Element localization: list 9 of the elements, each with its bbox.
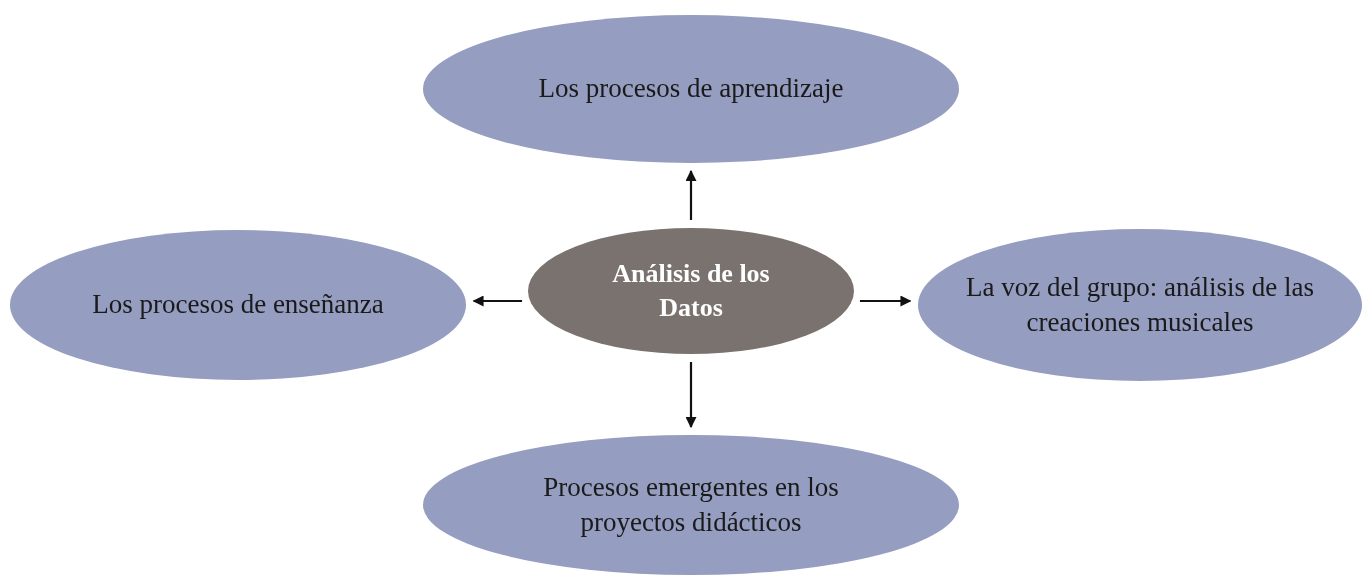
node-label: Análisis de los Datos: [611, 258, 771, 324]
arrow: [685, 362, 697, 429]
node-label: La voz del grupo: análisis de las creaciones musicales: [965, 270, 1315, 339]
node-label: Los procesos de enseñanza: [92, 288, 384, 322]
arrow: [859, 295, 912, 307]
node-label: Procesos emergentes en los proyectos didácticos: [542, 470, 840, 539]
node-label: Los procesos de aprendizaje: [538, 72, 844, 106]
arrow: [685, 169, 697, 220]
arrow: [472, 295, 523, 307]
